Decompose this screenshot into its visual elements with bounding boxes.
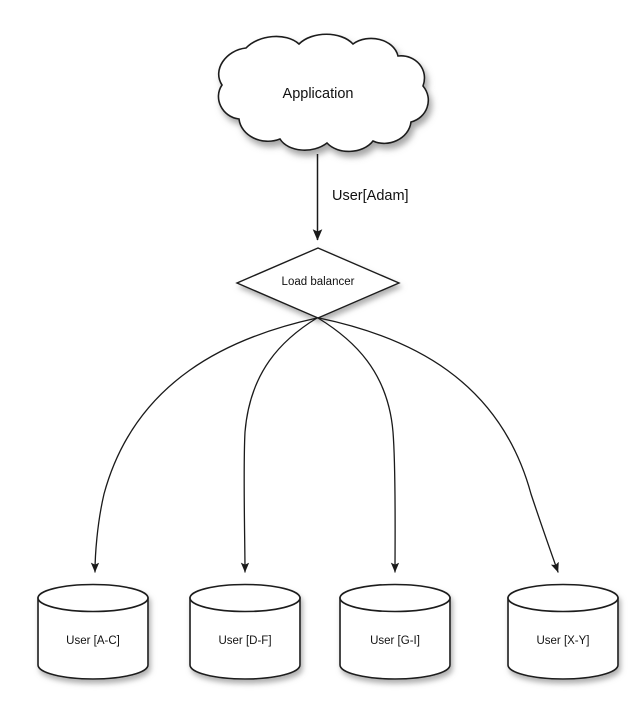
node-load-balancer-diamond[interactable]: Load balancer — [235, 247, 401, 319]
node-database-cylinder[interactable]: User [G-I] — [339, 583, 451, 680]
database-label: User [X-Y] — [536, 635, 589, 647]
node-application-cloud[interactable]: Application — [217, 33, 430, 153]
edge-label-user-adam: User[Adam] — [332, 188, 409, 204]
load-balancer-label: Load balancer — [282, 276, 355, 288]
balancer-to-db-3-arrow — [317, 317, 400, 573]
database-label: User [A-C] — [66, 635, 120, 647]
edges-balancer-to-databases — [90, 317, 559, 573]
database-label: User [D-F] — [218, 635, 271, 647]
node-database-cylinder[interactable]: User [A-C] — [37, 583, 149, 680]
node-database-cylinder[interactable]: User [D-F] — [189, 583, 301, 680]
cloud-label: Application — [283, 86, 354, 102]
node-database-cylinder[interactable]: User [X-Y] — [507, 583, 619, 680]
balancer-to-db-4-arrow — [318, 317, 559, 573]
database-label: User [G-I] — [370, 635, 420, 647]
balancer-to-db-2-arrow — [240, 317, 318, 573]
edge-app-to-balancer: User[Adam] — [312, 154, 409, 241]
balancer-to-db-1-arrow — [90, 317, 318, 573]
